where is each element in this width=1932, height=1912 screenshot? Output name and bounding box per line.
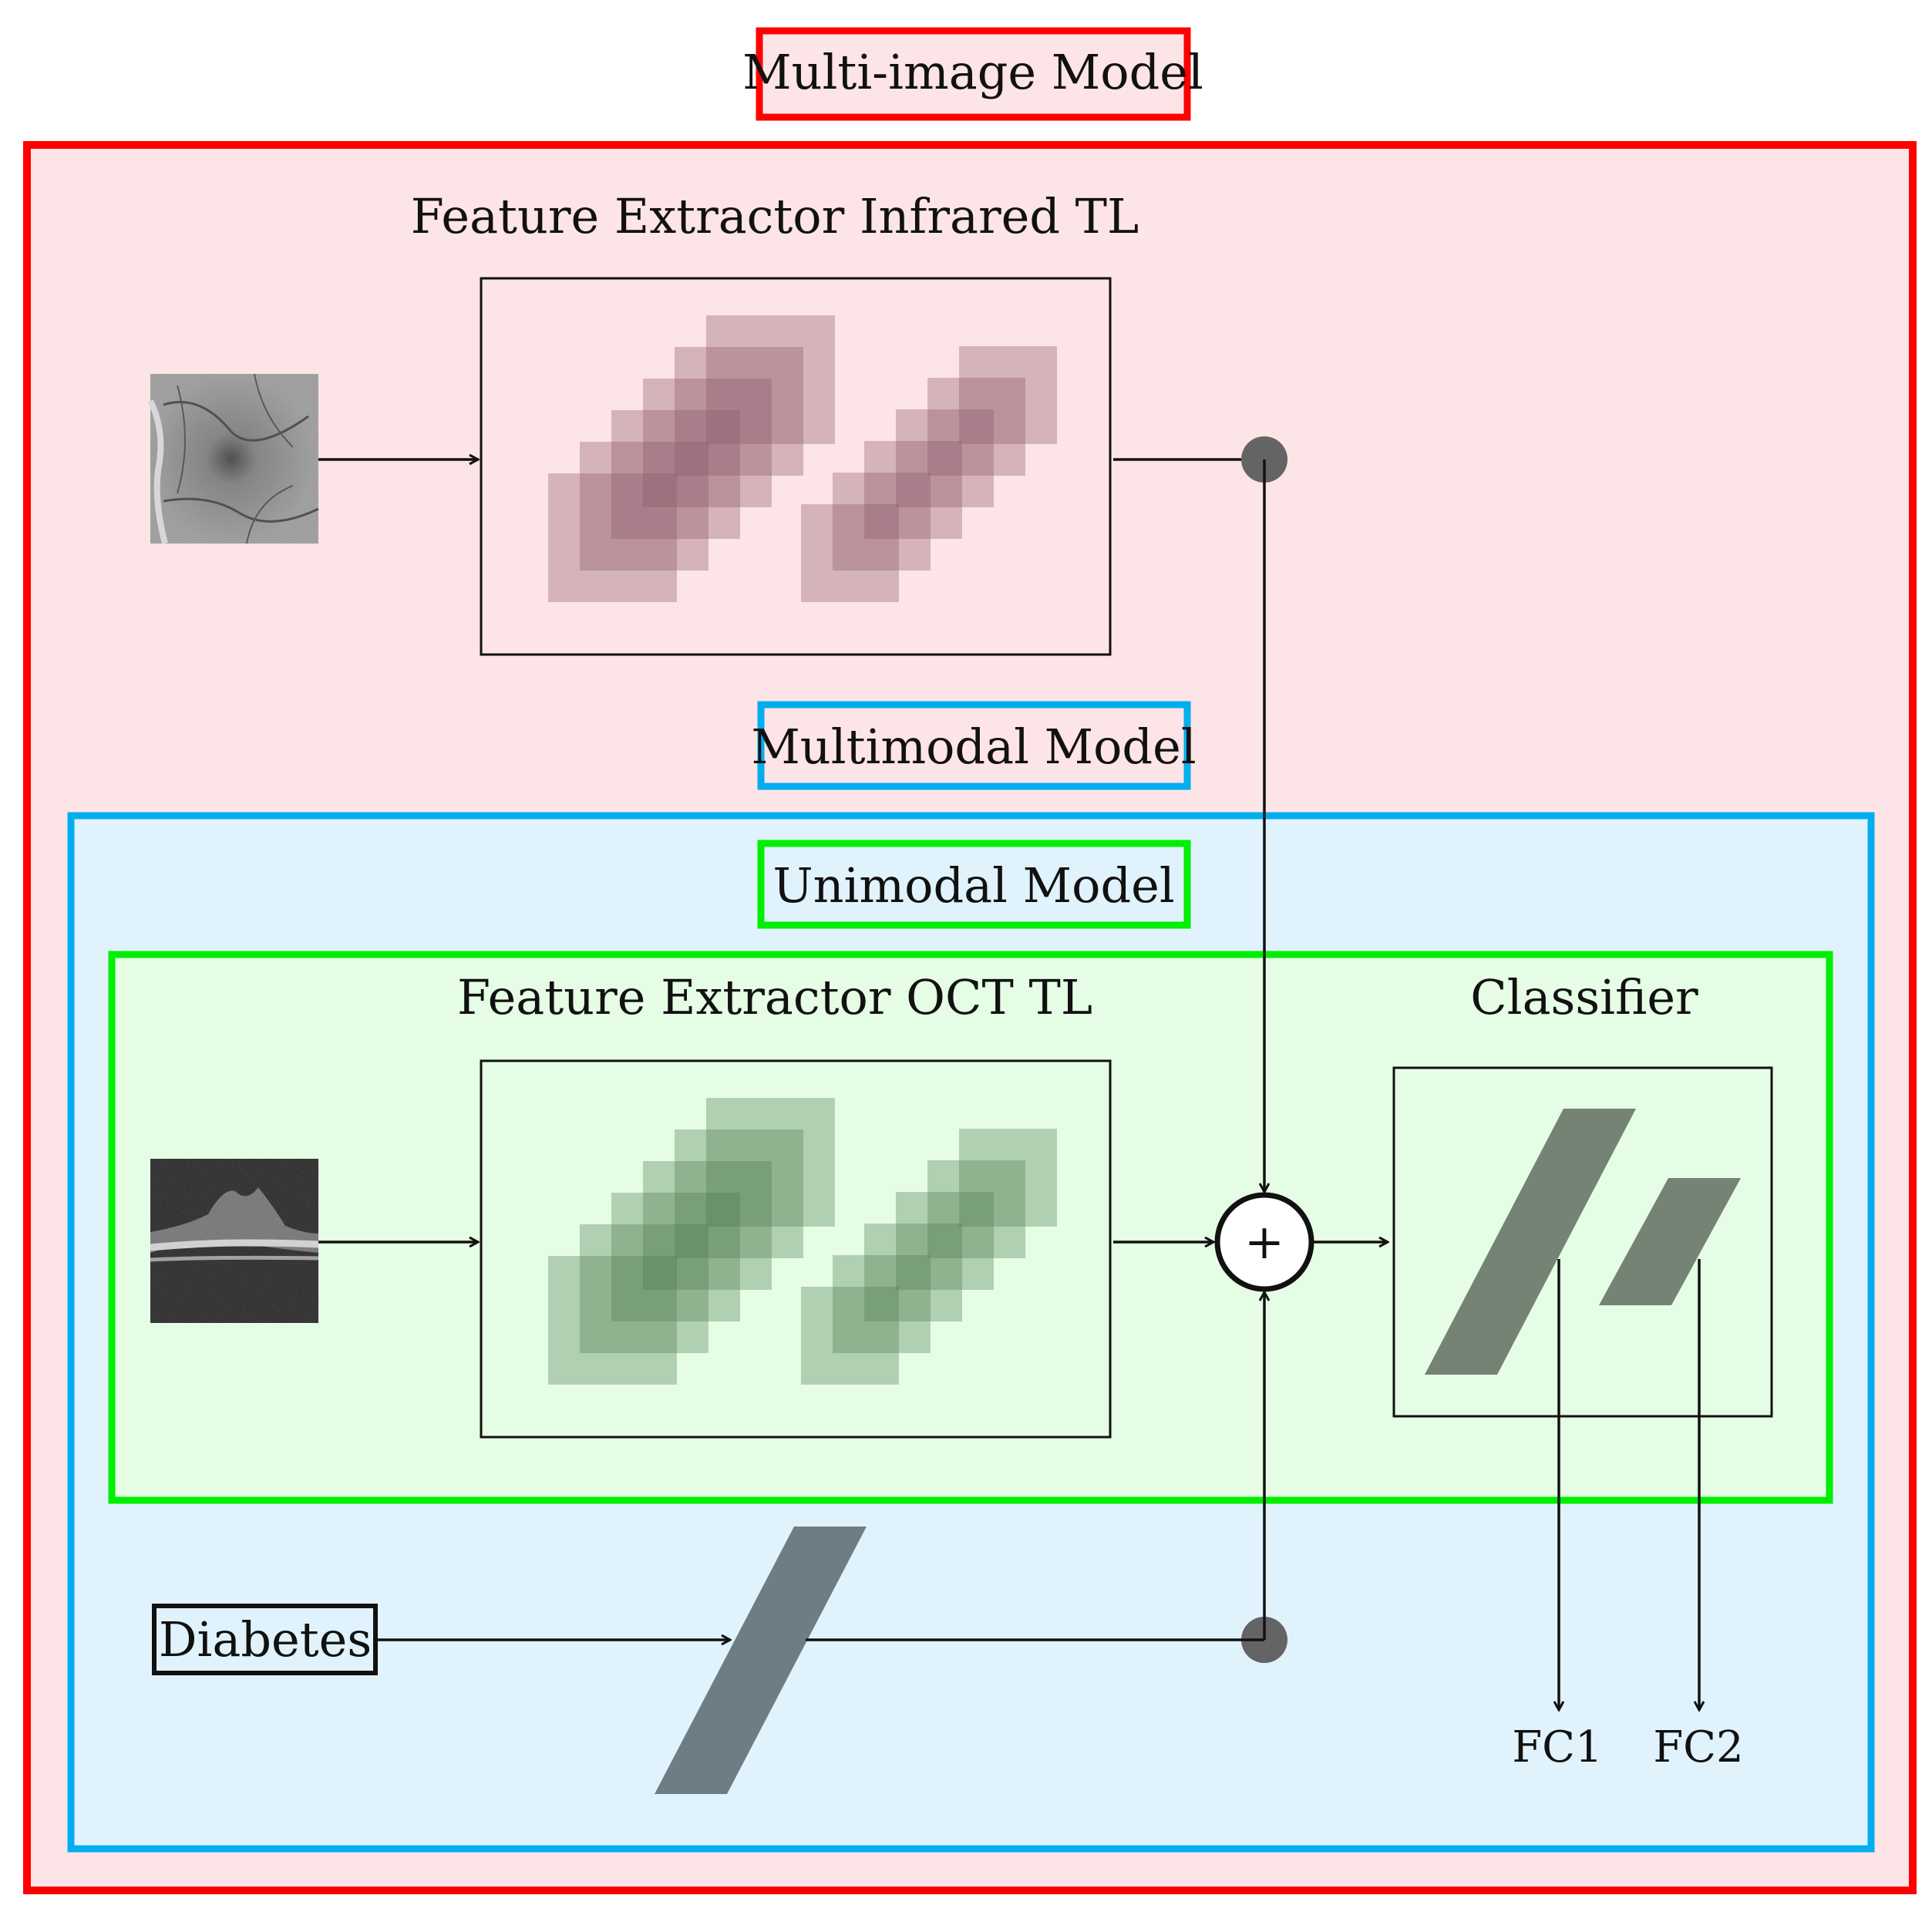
- oct-conv2-block-2: [833, 1255, 931, 1353]
- oct-conv1-block-5: [675, 1129, 803, 1258]
- oct-conv1-block-3: [611, 1193, 740, 1321]
- infrared-extractor-box: [480, 277, 1112, 656]
- classifier-box: [1392, 1066, 1773, 1418]
- oct-conv1-block-4: [643, 1161, 772, 1290]
- infrared-conv1-block-4: [643, 379, 772, 507]
- multimodal-model-title: Multimodal Model: [751, 719, 1196, 775]
- infrared-conv2-block-1: [801, 504, 899, 602]
- multi-image-model-title-box: [756, 27, 1191, 121]
- unimodal-model-title: Unimodal Model: [772, 857, 1174, 914]
- oct-conv2-block-1: [801, 1287, 899, 1385]
- infrared-conv2-block-3: [864, 441, 962, 539]
- feature-extractor-infrared-title: Feature Extractor Infrared TL: [411, 188, 1139, 244]
- unimodal-model-title-box: [757, 840, 1191, 929]
- classifier-title: Classifier: [1470, 969, 1698, 1025]
- infrared-branch: Feature Extractor Infrared TL: [147, 188, 1264, 656]
- classifier-fc1-layer: [1425, 1109, 1636, 1375]
- classifier-group: Classifier FC1 FC2: [1392, 969, 1773, 1772]
- feature-extractor-oct-title: Feature Extractor OCT TL: [457, 969, 1092, 1025]
- multi-image-model-title: Multi-image Model: [742, 44, 1203, 100]
- oct-conv2-block-4: [896, 1192, 994, 1290]
- multimodal-model-title-box: [757, 701, 1191, 790]
- oct-conv-blocks: [548, 1098, 1057, 1385]
- infrared-conv1-block-2: [580, 442, 709, 571]
- diabetes-label: Diabetes: [159, 1611, 372, 1668]
- infrared-conv2-block-5: [927, 378, 1025, 476]
- oct-extractor-box: [480, 1059, 1112, 1439]
- oct-conv2-block-6: [959, 1129, 1057, 1227]
- oct-conv2-block-3: [864, 1224, 962, 1321]
- fc2-label: FC2: [1653, 1722, 1743, 1772]
- infrared-conv-blocks: [548, 315, 1057, 602]
- infrared-conv1-block-1: [548, 473, 677, 602]
- infrared-conv2-block-6: [959, 346, 1057, 444]
- infrared-conv1-block-5: [675, 347, 803, 476]
- infrared-conv2-block-2: [833, 473, 931, 571]
- oct-conv2-block-5: [927, 1160, 1025, 1258]
- infrared-conv1-block-3: [611, 410, 740, 539]
- oct-conv1-block-1: [548, 1256, 677, 1385]
- sum-node-symbol: +: [1244, 1214, 1284, 1270]
- infrared-conv1-block-6: [706, 315, 835, 444]
- oct-branch: Feature Extractor OCT TL: [150, 969, 1213, 1439]
- diabetes-fc-layer: [655, 1527, 867, 1794]
- diabetes-branch: Diabetes: [152, 1527, 1264, 1794]
- fc1-label: FC1: [1512, 1722, 1602, 1772]
- classifier-fc2-layer: [1599, 1178, 1741, 1305]
- infrared-conv2-block-4: [896, 409, 994, 507]
- infrared-image: [147, 373, 319, 544]
- plus-circle-icon: +: [1214, 1192, 1314, 1292]
- oct-conv1-block-6: [706, 1098, 835, 1227]
- oct-image: [150, 1159, 319, 1323]
- oct-conv1-block-2: [580, 1224, 709, 1353]
